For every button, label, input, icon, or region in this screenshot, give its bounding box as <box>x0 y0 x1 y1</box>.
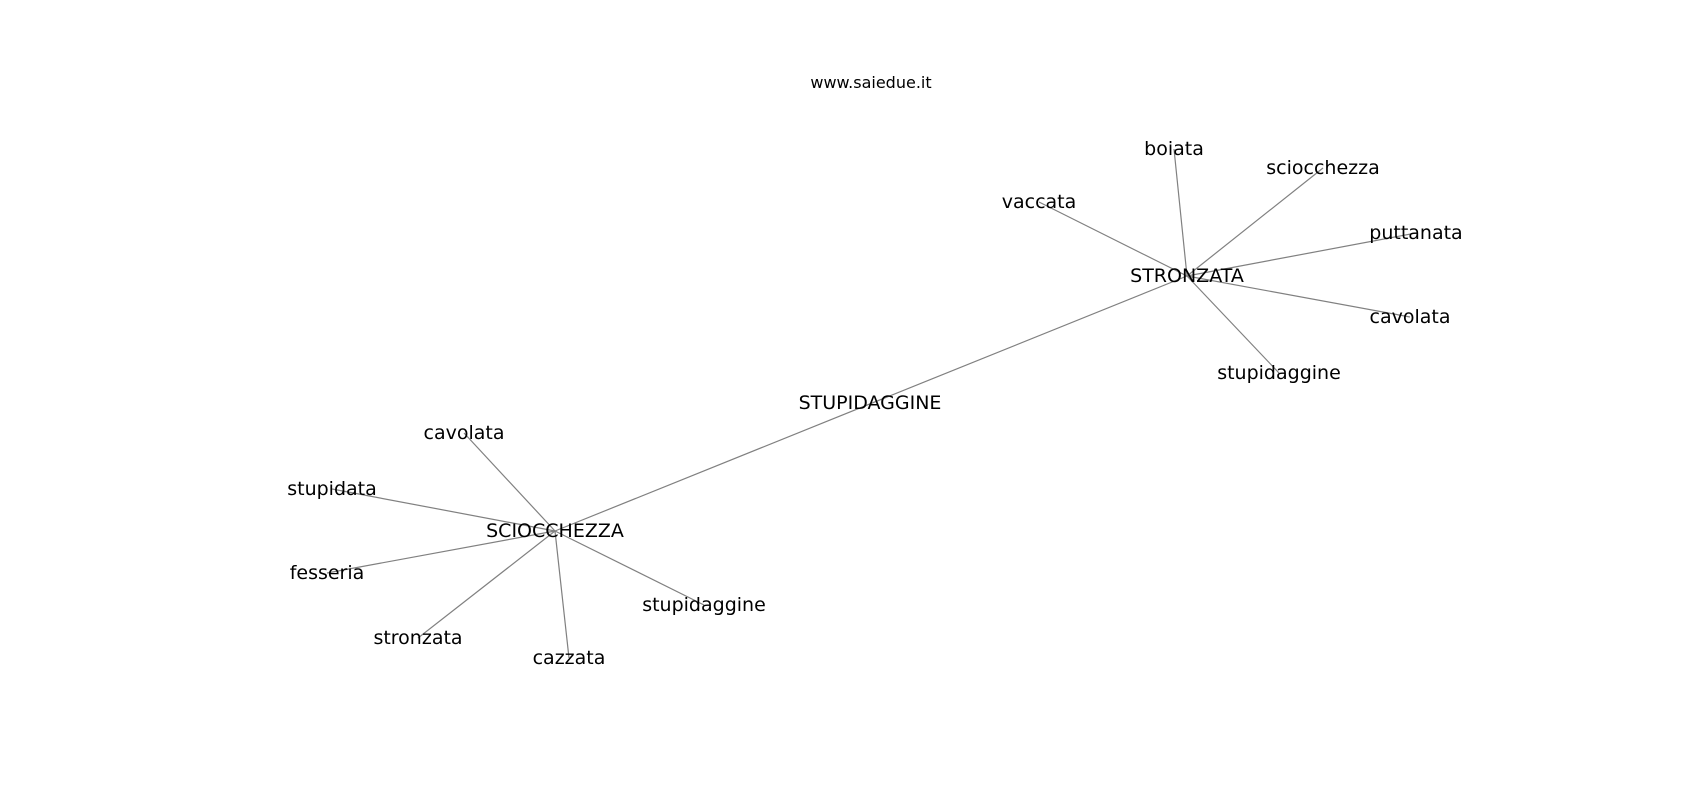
edge-sciocchezza_hub-stupidaggine_2 <box>554 530 705 606</box>
node-label-fesseria: fesseria <box>290 562 365 584</box>
edge-sciocchezza_hub-cazzata <box>554 530 570 659</box>
node-label-stupidata: stupidata <box>287 478 377 500</box>
edge-stronzata_hub-boiata <box>1173 148 1188 277</box>
node-label-stupidaggine-1: stupidaggine <box>1217 362 1341 384</box>
edge-sciocchezza_hub-stronzata_hub <box>554 275 1188 532</box>
node-label-puttanata: puttanata <box>1369 222 1462 244</box>
node-label-cazzata: cazzata <box>533 647 606 669</box>
watermark-text: www.saiedue.it <box>810 73 931 92</box>
edge-stronzata_hub-sciocchezza <box>1186 167 1324 277</box>
node-label-stupidaggine-center: STUPIDAGGINE <box>799 392 942 414</box>
node-label-cavolata-1: cavolata <box>1370 306 1451 328</box>
node-label-sciocchezza: sciocchezza <box>1266 157 1379 179</box>
edge-sciocchezza_hub-fesseria <box>326 530 556 574</box>
node-label-cavolata-2: cavolata <box>424 422 505 444</box>
node-label-stronzata: stronzata <box>373 627 462 649</box>
edge-sciocchezza_hub-cavolata_2 <box>463 432 556 532</box>
node-label-stronzata-hub: STRONZATA <box>1130 265 1244 287</box>
edge-sciocchezza_hub-stronzata <box>417 530 556 639</box>
edge-stronzata_hub-puttanata <box>1186 232 1417 277</box>
node-label-sciocchezza-hub: SCIOCCHEZZA <box>486 520 624 542</box>
edge-group <box>326 148 1417 659</box>
node-label-boiata: boiata <box>1144 138 1204 160</box>
node-label-vaccata: vaccata <box>1002 191 1077 213</box>
edge-sciocchezza_hub-stupidata <box>331 488 556 532</box>
node-label-stupidaggine-2: stupidaggine <box>642 594 766 616</box>
edge-stronzata_hub-cavolata_1 <box>1186 275 1411 318</box>
edge-stronzata_hub-vaccata <box>1038 201 1188 277</box>
edge-stronzata_hub-stupidaggine_1 <box>1186 275 1280 374</box>
label-group: STUPIDAGGINE STRONZATA SCIOCCHEZZA boiata sc… <box>287 138 1462 669</box>
